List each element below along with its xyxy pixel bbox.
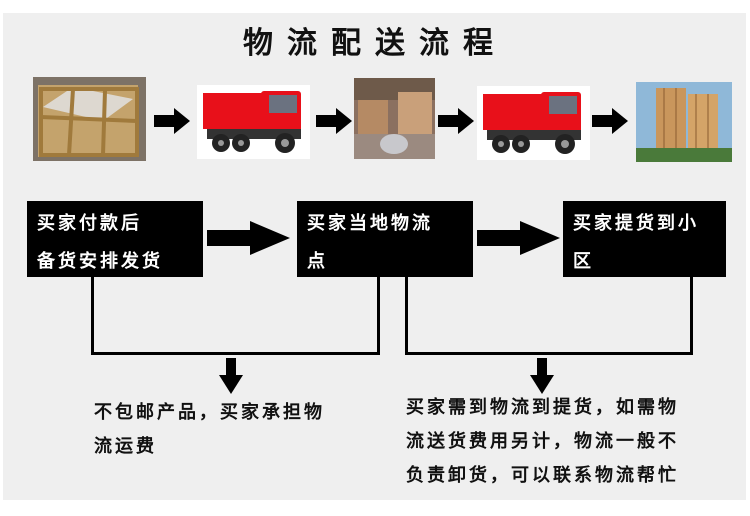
arrow-right-icon: [154, 108, 190, 138]
bracket-right-horizontal: [405, 352, 693, 355]
step-3-line-1: 买家提货到小: [573, 213, 699, 234]
note-right-line-2: 流送货费用另计，物流一般不: [406, 431, 679, 452]
building-image: [636, 82, 732, 162]
diagram-title: 物流配送流程: [243, 26, 507, 61]
bracket-right-vertical-a: [405, 277, 408, 355]
arrow-right-icon: [207, 221, 290, 259]
arrow-right-icon: [438, 108, 474, 138]
truck-image: [477, 86, 590, 160]
warehouse-image: [354, 78, 435, 159]
note-left-line-2: 流运费: [94, 436, 157, 457]
note-right-line-3: 负责卸货，可以联系物流帮忙: [406, 465, 679, 486]
note-left: 不包邮产品，买家承担物 流运费: [94, 396, 325, 464]
step-1-line-2: 备货安排发货: [37, 251, 163, 272]
bracket-left-vertical-b: [377, 277, 380, 355]
truck-image: [197, 85, 310, 159]
arrow-down-icon: [530, 358, 554, 398]
step-2-line-1: 买家当地物流: [307, 213, 433, 234]
arrow-right-icon: [316, 108, 352, 138]
crate-image: [33, 77, 146, 161]
step-box-3: 买家提货到小 区: [563, 201, 726, 277]
note-right-line-1: 买家需到物流到提货，如需物: [406, 397, 679, 418]
step-1-line-1: 买家付款后: [37, 213, 142, 234]
step-box-2: 买家当地物流 点: [297, 201, 473, 277]
bracket-left-horizontal: [91, 352, 380, 355]
arrow-down-icon: [219, 358, 243, 398]
note-left-line-1: 不包邮产品，买家承担物: [94, 402, 325, 423]
bracket-right-vertical-b: [690, 277, 693, 355]
arrow-right-icon: [592, 108, 628, 138]
step-2-line-2: 点: [307, 251, 328, 272]
bracket-left-vertical-a: [91, 277, 94, 355]
step-box-1: 买家付款后 备货安排发货: [27, 201, 203, 277]
step-3-line-2: 区: [573, 251, 594, 272]
arrow-right-icon: [477, 221, 560, 259]
note-right: 买家需到物流到提货，如需物 流送货费用另计，物流一般不 负责卸货，可以联系物流帮…: [406, 391, 679, 493]
